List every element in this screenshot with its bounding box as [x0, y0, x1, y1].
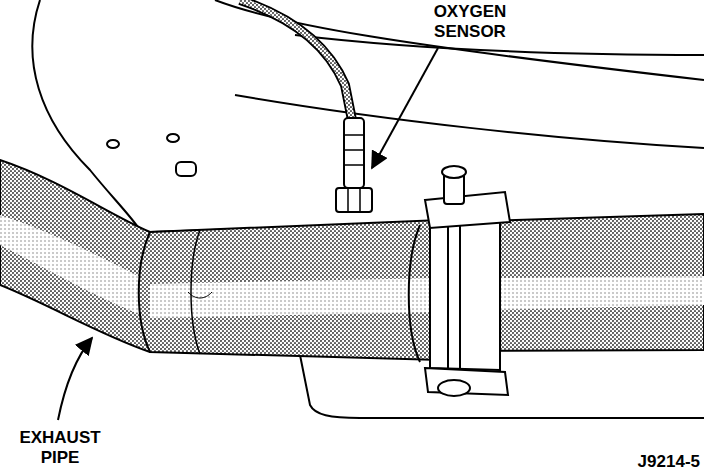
part-label: OXYGEN SENSOR — [410, 2, 530, 42]
figure-number: J9214-5 — [606, 452, 700, 472]
part-label: EXHAUST PIPE — [4, 428, 116, 468]
